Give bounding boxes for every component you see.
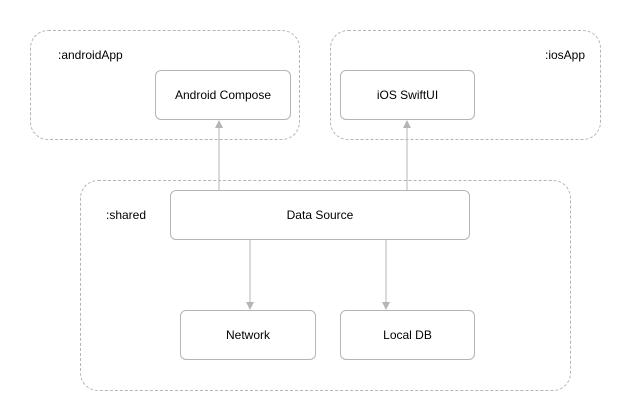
- module-ios-label: :iosApp: [545, 48, 586, 62]
- module-android-app: [30, 30, 300, 140]
- module-shared-label: :shared: [106, 208, 147, 222]
- module-ios-app: [330, 30, 601, 140]
- node-local-db-label: Local DB: [383, 328, 432, 342]
- node-android-compose-label: Android Compose: [174, 88, 272, 102]
- node-ios-swiftui-label: iOS SwiftUI: [376, 88, 439, 102]
- node-data-source-label: Data Source: [286, 208, 354, 222]
- module-shared: [80, 180, 571, 391]
- node-local-db: Local DB: [340, 310, 475, 360]
- node-network-label: Network: [225, 328, 270, 342]
- module-android-label: :androidApp: [58, 48, 123, 62]
- node-network: Network: [180, 310, 316, 360]
- node-ios-swiftui: iOS SwiftUI: [340, 70, 475, 120]
- node-android-compose: Android Compose: [155, 70, 291, 120]
- node-data-source: Data Source: [170, 190, 470, 240]
